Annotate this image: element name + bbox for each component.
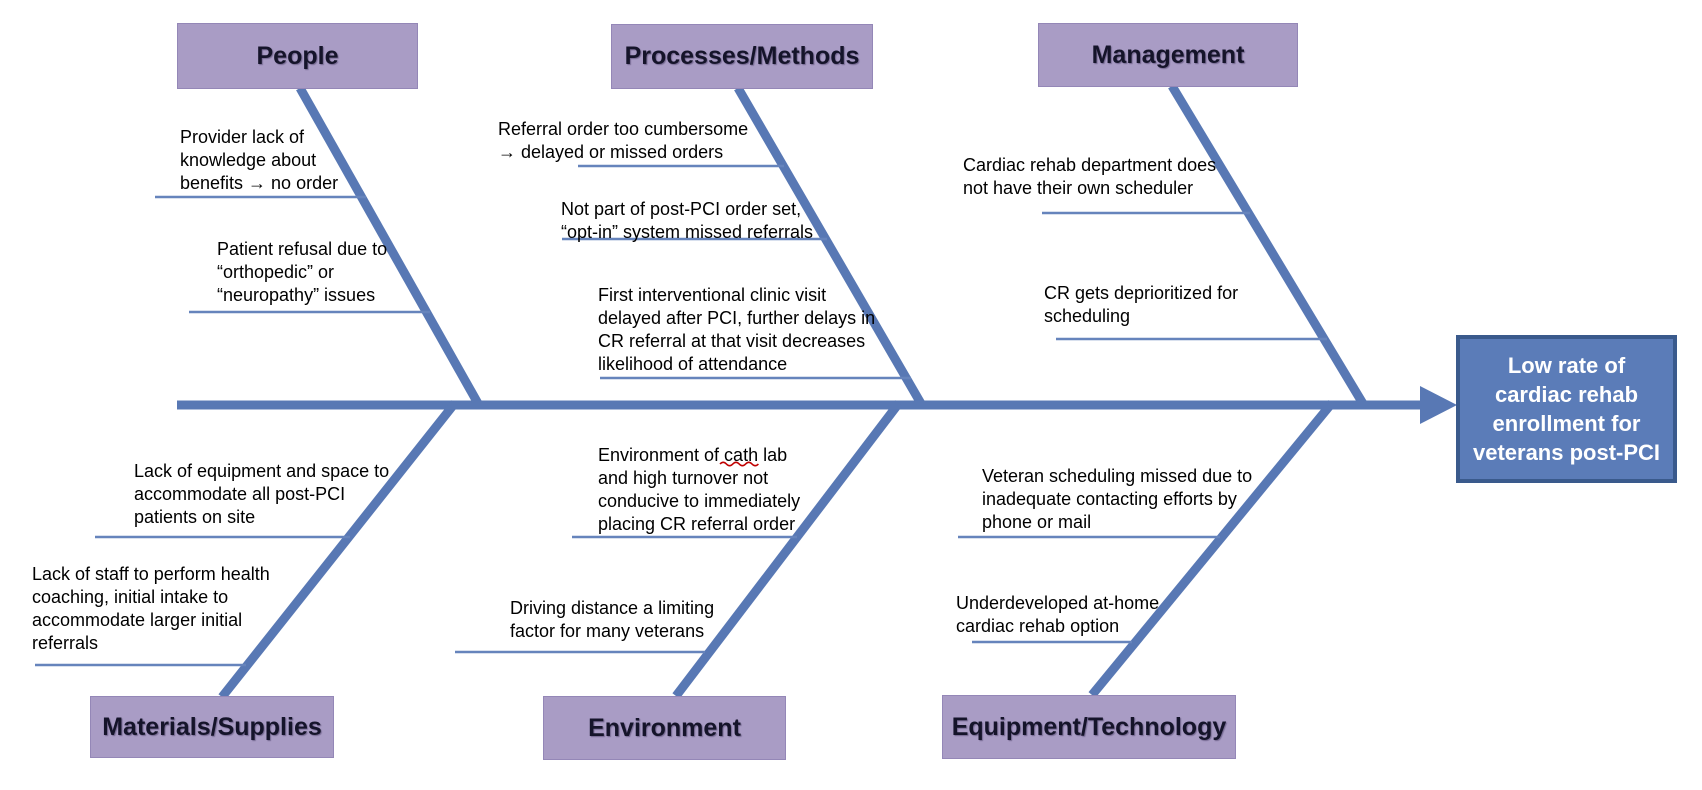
equipment-bone-line bbox=[1088, 400, 1336, 698]
category-box-processes-methods: Processes/Methods bbox=[611, 24, 873, 89]
environment-bone-line bbox=[672, 400, 903, 699]
effect-label: Low rate of cardiac rehab enrollment for… bbox=[1472, 353, 1661, 465]
people-bone-line bbox=[296, 85, 484, 410]
cause-text-processes-1: Not part of post-PCI order set, “opt-in”… bbox=[561, 199, 814, 242]
cause-text-management-0: Cardiac rehab department does not have t… bbox=[963, 155, 1217, 198]
cause-text-people-0: Provider lack of knowledge about benefit… bbox=[180, 127, 339, 193]
cause-text-equipment-0: Veteran scheduling missed due to inadequ… bbox=[982, 466, 1253, 532]
cause-text-environment-1: Driving distance a limiting factor for m… bbox=[510, 598, 715, 641]
cause-text-management-1: CR gets deprioritized for scheduling bbox=[1044, 283, 1239, 326]
cause-text-materials-0: Lack of equipment and space to accommoda… bbox=[134, 461, 390, 527]
cause-text-equipment-1: Underdeveloped at-home cardiac rehab opt… bbox=[956, 593, 1160, 636]
spine-arrowhead bbox=[1420, 386, 1457, 424]
cause-text-environment-0: Environment of cath lab and high turnove… bbox=[598, 445, 801, 534]
category-box-materials-supplies: Materials/Supplies bbox=[90, 696, 334, 758]
category-label-equipment-technology: Equipment/Technology bbox=[951, 712, 1227, 741]
category-box-management: Management bbox=[1038, 23, 1298, 87]
cause-text-processes-0: Referral order too cumbersome → delayed … bbox=[498, 119, 749, 162]
management-bone-line bbox=[1168, 83, 1369, 410]
cause-text-processes-2: First interventional clinic visit delaye… bbox=[598, 285, 876, 374]
category-box-environment: Environment bbox=[543, 696, 786, 760]
category-box-people: People bbox=[177, 23, 418, 89]
category-label-materials-supplies: Materials/Supplies bbox=[102, 712, 322, 741]
processes-bone-line bbox=[734, 85, 927, 410]
category-label-processes-methods: Processes/Methods bbox=[624, 42, 860, 70]
cause-text-materials-1: Lack of staff to perform health coaching… bbox=[32, 564, 270, 653]
category-box-equipment-technology: Equipment/Technology bbox=[942, 695, 1236, 759]
cause-text-people-1: Patient refusal due to “orthopedic” or “… bbox=[217, 239, 388, 305]
effect-box: Low rate of cardiac rehab enrollment for… bbox=[1456, 335, 1677, 483]
category-label-management: Management bbox=[1091, 40, 1245, 69]
spellcheck-squiggle bbox=[719, 461, 759, 467]
category-label-environment: Environment bbox=[588, 713, 741, 742]
materials-bone-line bbox=[218, 400, 459, 700]
category-label-people: People bbox=[256, 41, 339, 70]
